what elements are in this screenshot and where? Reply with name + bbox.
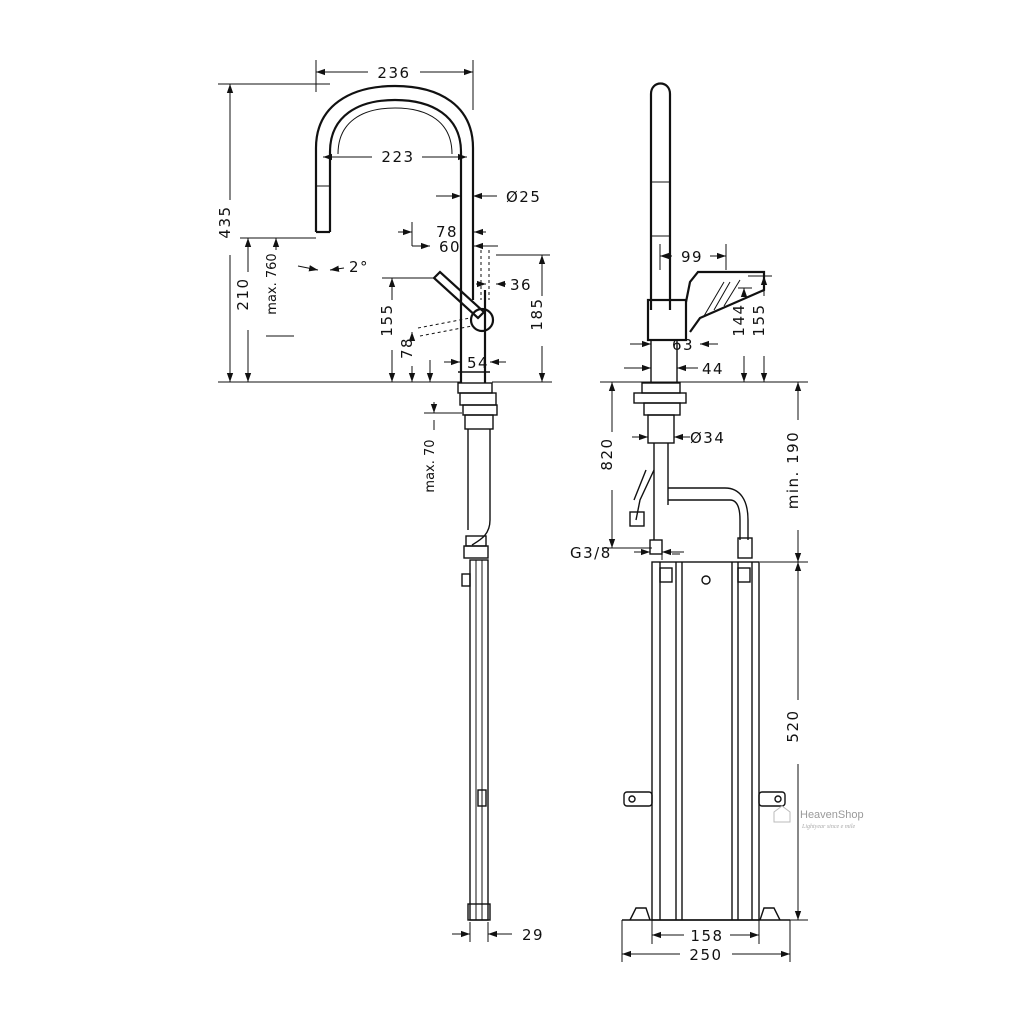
dim-250: 250 (689, 946, 722, 964)
dim-max70: max. 70 (423, 439, 438, 492)
dim-158: 158 (690, 927, 723, 945)
dim-max760: max. 760 (265, 253, 280, 314)
dim-29: 29 (522, 926, 544, 944)
dim-210: 210 (234, 277, 252, 310)
dim-155-side: 155 (750, 303, 768, 336)
dim-44: 44 (702, 360, 724, 378)
dim-dia34: Ø34 (690, 429, 725, 447)
dim-g38: G3/8 (570, 544, 612, 562)
dim-155-front: 155 (378, 303, 396, 336)
spout-inner-line (337, 107, 453, 155)
dim-dia25: Ø25 (506, 188, 541, 206)
watermark-brand: HeavenShop (800, 809, 864, 821)
faucet-spout (314, 84, 475, 300)
watermark: HeavenShop Lightyear since e mile (773, 805, 864, 830)
dim-36: 36 (510, 276, 532, 294)
dim-223: 223 (381, 148, 414, 166)
dim-60: 60 (439, 238, 461, 256)
dim-63: 63 (672, 336, 694, 354)
dim-angle: 2° (349, 258, 369, 276)
dim-144: 144 (730, 303, 748, 336)
dim-435: 435 (216, 205, 234, 238)
front-view: 236 223 Ø25 435 210 max. 760 2° 78 (216, 60, 552, 944)
dim-99: 99 (681, 248, 703, 266)
dim-54: 54 (467, 354, 489, 372)
watermark-tagline: Lightyear since e mile (801, 824, 855, 830)
dim-520: 520 (784, 709, 802, 742)
dim-236: 236 (377, 64, 410, 82)
dim-min190: min. 190 (784, 431, 802, 509)
dim-78-low: 78 (398, 337, 416, 359)
dim-78-top: 78 (436, 223, 458, 241)
side-view: 99 63 44 144 155 820 Ø34 G3/8 (570, 82, 808, 964)
dim-820: 820 (598, 437, 616, 470)
dim-185: 185 (528, 297, 546, 330)
side-spout (622, 82, 790, 921)
faucet-body (417, 250, 498, 921)
